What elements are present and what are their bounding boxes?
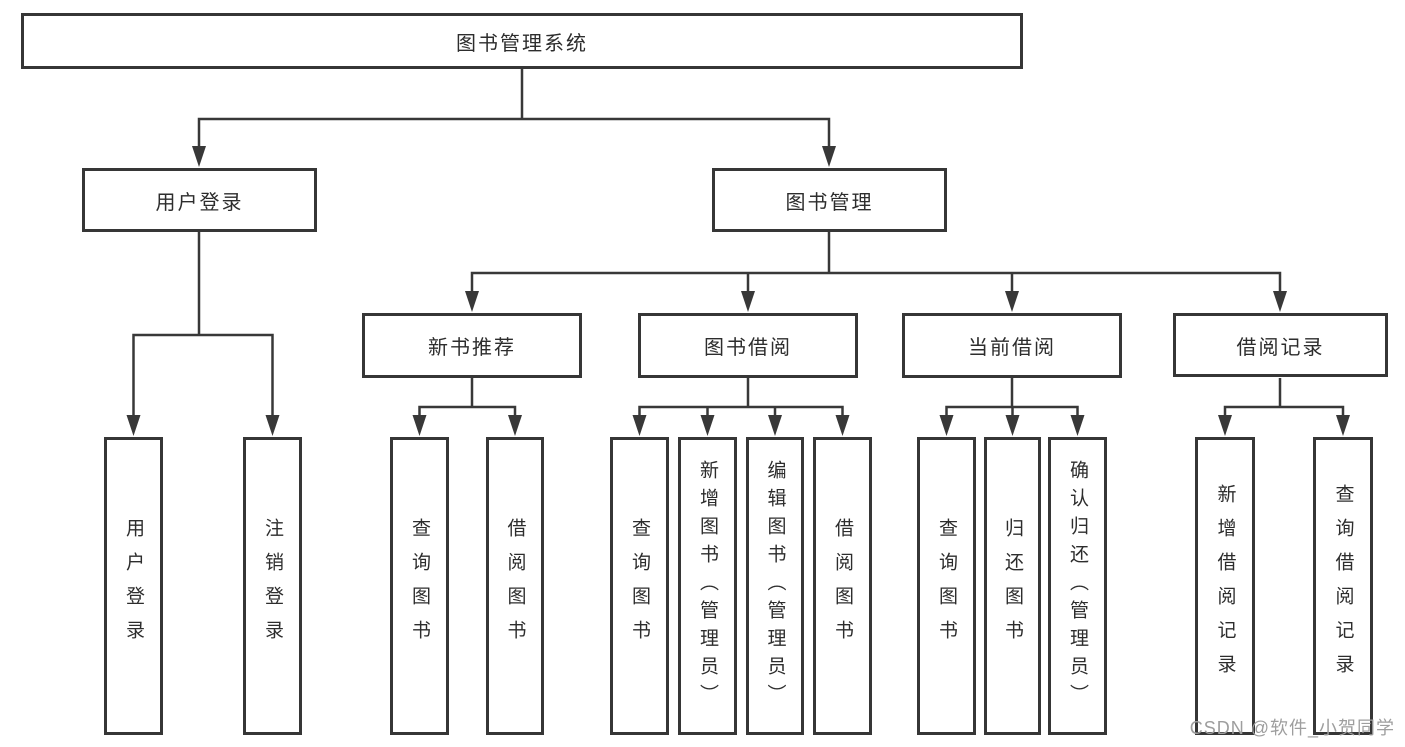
node-label: 查询图书: [629, 518, 650, 654]
arrowhead-down: [1070, 415, 1085, 436]
leaf-add-borrow-record: 新增借阅记录: [1195, 437, 1255, 735]
arrowhead-down: [700, 415, 715, 436]
connector-path: [197, 69, 831, 151]
arrowhead-down: [1336, 415, 1350, 436]
arrowhead-down: [741, 291, 755, 312]
connector-borrowing-records-branch: [1218, 378, 1350, 436]
connector-path: [132, 232, 274, 420]
node-label: 新增图书（管理员）: [697, 460, 718, 712]
node-label: 当前借阅: [968, 337, 1056, 359]
arrowhead-down: [126, 415, 141, 436]
node-user-login: 用户登录: [82, 168, 317, 232]
node-label: 新书推荐: [428, 337, 516, 359]
leaf-query-borrow-record: 查询借阅记录: [1313, 437, 1373, 735]
node-label: 编辑图书（管理员）: [764, 460, 786, 712]
leaf-user-login: 用户登录: [104, 437, 163, 735]
connector-user-login-branch: [126, 232, 280, 436]
arrowhead-down: [1005, 415, 1020, 436]
connector-new-book-branch: [412, 378, 522, 436]
node-label: 借阅图书: [832, 518, 853, 654]
node-label: 用户登录: [155, 191, 244, 214]
node-book-management: 图书管理: [712, 168, 947, 232]
connector-path: [470, 232, 1282, 296]
arrowhead-down: [835, 415, 850, 436]
node-label: 借阅记录: [1236, 336, 1325, 359]
arrowhead-down: [768, 415, 782, 436]
connector-book-management-branch: [465, 232, 1287, 312]
node-label: 查询图书: [936, 518, 957, 654]
leaf-return-books: 归还图书: [984, 437, 1041, 735]
leaf-query-books-recommend: 查询图书: [390, 437, 449, 735]
arrowhead-down: [1273, 291, 1287, 312]
node-label: 图书管理: [785, 191, 874, 214]
leaf-logout: 注销登录: [243, 437, 302, 735]
node-label: 查询图书: [409, 518, 430, 654]
node-label: 注销登录: [262, 518, 283, 654]
connector-path: [418, 378, 517, 420]
connector-path: [1223, 378, 1345, 420]
connector-path: [945, 378, 1079, 420]
node-label: 用户登录: [123, 518, 144, 654]
connector-root-branch: [192, 69, 836, 167]
leaf-borrow-books-borrowing: 借阅图书: [813, 437, 872, 735]
arrowhead-down: [508, 415, 522, 436]
watermark-text: CSDN @软件_小贺同学: [1189, 718, 1395, 738]
arrowhead-down: [1005, 291, 1019, 312]
leaf-query-books-current: 查询图书: [917, 437, 976, 735]
node-label: 图书管理系统: [456, 32, 588, 55]
node-label: 新增借阅记录: [1214, 484, 1236, 688]
arrowhead-down: [265, 415, 280, 436]
node-label: 查询借阅记录: [1332, 484, 1354, 688]
connector-book-borrowing-branch: [632, 378, 850, 436]
node-label: 图书借阅: [704, 337, 792, 359]
arrowhead-down: [465, 291, 479, 312]
leaf-edit-books-admin: 编辑图书（管理员）: [746, 437, 804, 735]
arrowhead-down: [939, 415, 954, 436]
node-label: 借阅图书: [504, 518, 526, 654]
arrowhead-down: [632, 415, 647, 436]
node-current-borrowing: 当前借阅: [902, 313, 1122, 378]
connector-current-borrowing-branch: [939, 378, 1085, 436]
node-label: 确认归还（管理员）: [1067, 460, 1088, 712]
arrowhead-down: [412, 415, 427, 436]
node-new-book-recommendation: 新书推荐: [362, 313, 582, 378]
arrowhead-down: [1218, 415, 1232, 436]
node-borrowing-records: 借阅记录: [1173, 313, 1388, 377]
leaf-add-books-admin: 新增图书（管理员）: [678, 437, 737, 735]
node-library-management-system: 图书管理系统: [21, 13, 1023, 69]
connector-path: [638, 378, 844, 420]
leaf-confirm-return-admin: 确认归还（管理员）: [1048, 437, 1107, 735]
arrowhead-down: [822, 146, 836, 167]
leaf-borrow-books-recommend: 借阅图书: [486, 437, 544, 735]
node-book-borrowing: 图书借阅: [638, 313, 858, 378]
leaf-query-books-borrowing: 查询图书: [610, 437, 669, 735]
arrowhead-down: [192, 146, 206, 167]
node-label: 归还图书: [1002, 518, 1023, 654]
